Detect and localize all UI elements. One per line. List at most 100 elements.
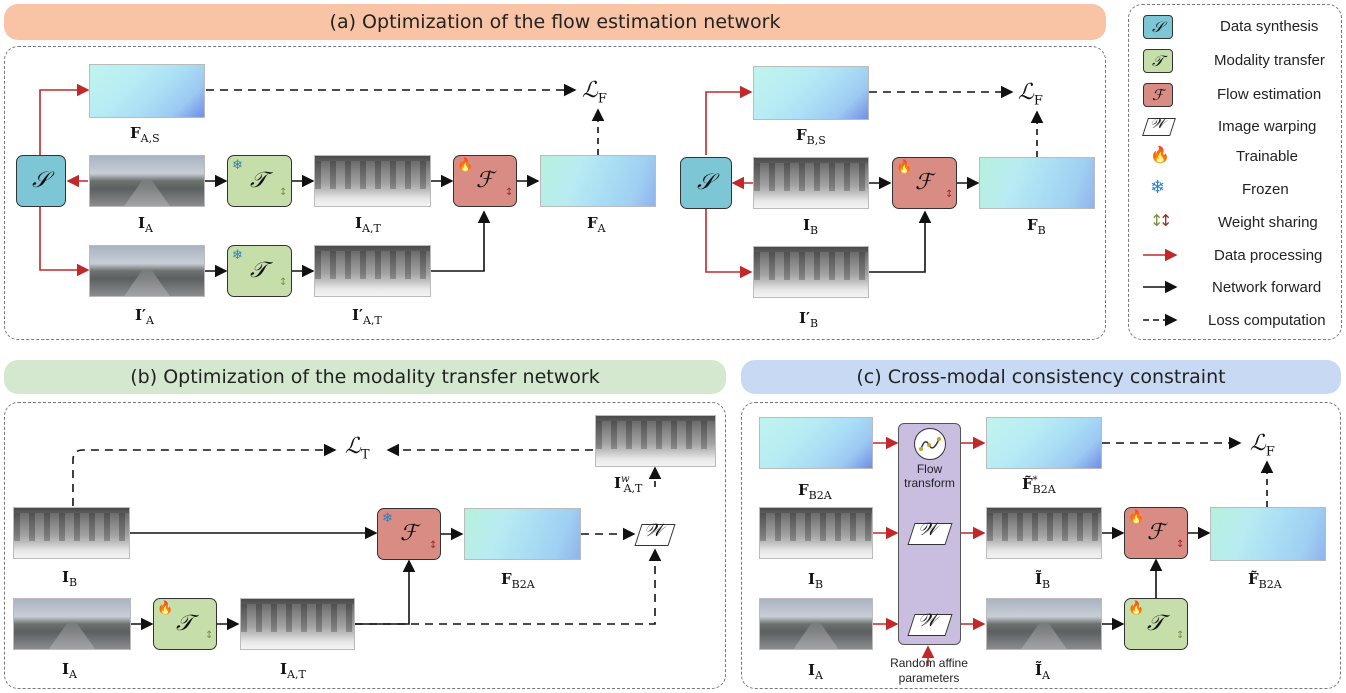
flow-estimation-icon: ℱ	[1143, 83, 1173, 107]
legend-label: Trainable	[1236, 148, 1298, 165]
image-I-A	[89, 155, 205, 207]
data-synthesis-block-a2: 𝒮	[680, 157, 732, 209]
legend-border	[1128, 4, 1342, 340]
image-I-AT-b	[240, 598, 355, 650]
flow-estimation-block-c: 🔥 ℱ ↕	[1124, 507, 1188, 559]
label-Ip-B: I′B	[799, 309, 819, 330]
image-I-A-b	[13, 598, 131, 650]
label-F-B2A-c: FB2A	[798, 481, 832, 502]
loss-F-c: ℒF	[1250, 431, 1275, 460]
image-I-B	[753, 157, 869, 209]
panel-a-banner: (a) Optimization of the flow estimation …	[4, 4, 1106, 40]
panel-c-border	[741, 402, 1341, 689]
image-I-AT	[314, 155, 431, 207]
flow-image-B-S	[753, 66, 869, 120]
flow-image-B2A-star	[986, 417, 1102, 469]
image-I-A-c	[759, 598, 873, 650]
legend-label: Weight sharing	[1218, 214, 1318, 231]
weight-sharing-icon: ↕	[945, 189, 954, 200]
legend-label: Modality transfer	[1214, 52, 1325, 69]
weight-sharing-icon: ↕	[429, 540, 438, 551]
label-I-B-b: IB	[62, 568, 78, 589]
snowflake-icon: ❄	[1150, 177, 1166, 198]
legend-label: Loss computation	[1208, 312, 1326, 329]
image-Ip-AT	[314, 245, 431, 297]
flow-estimation-block-a1: 🔥 ℱ ↕	[453, 155, 517, 207]
flame-icon: 🔥	[1128, 601, 1145, 616]
flame-icon: 🔥	[157, 601, 174, 616]
data-synthesis-block-a1: 𝒮	[16, 155, 66, 207]
legend-label: Image warping	[1218, 118, 1317, 135]
panel-c-banner: (c) Cross-modal consistency constraint	[741, 360, 1341, 394]
label-Ip-A: I′A	[135, 306, 154, 327]
label-I-AT-w: IwA,T	[614, 474, 643, 495]
flow-image-B2A-c	[759, 417, 873, 469]
flow-estimation-block-a2: 🔥 ℱ ↕	[892, 157, 957, 209]
weight-sharing-icon: ↕	[505, 187, 514, 198]
image-I-B-c	[759, 507, 873, 559]
flame-icon: 🔥	[896, 160, 913, 175]
image-It-A	[986, 598, 1102, 650]
modality-transfer-block-c: 🔥 𝒯 ↕	[1124, 598, 1188, 650]
label-It-A: ĨA	[1035, 661, 1050, 682]
flow-image-Ft-B2A	[1210, 507, 1326, 561]
weight-sharing-icon: ↕	[279, 187, 288, 198]
data-synthesis-icon: 𝒮	[1143, 15, 1173, 39]
panel-b-border	[4, 402, 726, 689]
label-I-A-b: IA	[62, 660, 77, 681]
warp-symbol: 𝒲	[1150, 116, 1165, 132]
label-F-A: FA	[587, 214, 606, 235]
flame-icon: 🔥	[457, 158, 474, 173]
image-I-AT-warped	[595, 415, 716, 467]
flow-estimation-block-b: ❄ ℱ ↕	[377, 508, 441, 560]
legend-label: Data synthesis	[1220, 18, 1319, 35]
snowflake-icon: ❄	[232, 248, 243, 263]
flow-image-A	[540, 155, 656, 207]
warp-symbol: 𝒲	[918, 519, 937, 540]
flow-image-B	[979, 157, 1095, 209]
image-Ip-A	[89, 245, 205, 297]
loss-T: ℒT	[345, 434, 370, 463]
flame-icon: 🔥	[1128, 510, 1145, 525]
label-F-BS: FB,S	[796, 126, 826, 147]
weight-sharing-icon: ↕	[279, 277, 288, 288]
weight-sharing-icon: ↕	[1176, 539, 1185, 550]
label-Ft-B2A: F̃B2A	[1248, 570, 1282, 591]
image-I-B-b	[13, 507, 130, 559]
snowflake-icon: ❄	[382, 511, 393, 526]
weight-sharing-icon: ↕	[1150, 211, 1164, 230]
label-F-B: FB	[1027, 216, 1046, 237]
legend-label: Data processing	[1214, 247, 1323, 264]
legend-label: Flow estimation	[1217, 86, 1322, 103]
label-I-A: IA	[138, 214, 153, 235]
label-Ft-B2A-star: F̃*B2A	[1022, 475, 1056, 496]
legend-label: Frozen	[1242, 181, 1289, 198]
weight-sharing-icon: ↕	[1159, 211, 1173, 230]
label-It-B: ĨB	[1035, 570, 1051, 591]
image-It-B	[986, 507, 1102, 559]
warp-symbol: 𝒲	[644, 520, 663, 541]
label-I-B: IB	[803, 216, 819, 237]
flow-image-A-S	[89, 64, 205, 118]
label-I-B-c: IB	[808, 570, 824, 591]
snowflake-icon: ❄	[232, 158, 243, 173]
flow-transform-icon	[914, 428, 946, 460]
modality-transfer-block-a2: ❄ 𝒯 ↕	[227, 245, 292, 297]
label-F-AS: FA,S	[130, 124, 160, 145]
image-Ip-B	[753, 246, 869, 298]
flame-icon: 🔥	[1150, 145, 1170, 164]
flow-image-B2A-b	[464, 508, 581, 560]
flow-transform-label: Flow transform	[904, 462, 955, 490]
weight-sharing-icon: ↕	[205, 630, 214, 641]
panel-a-border	[4, 46, 1106, 340]
modality-transfer-icon: 𝒯	[1143, 49, 1173, 73]
modality-transfer-block-b: 🔥 𝒯 ↕	[153, 598, 217, 650]
warp-symbol: 𝒲	[918, 610, 937, 631]
modality-transfer-block-a1: ❄ 𝒯 ↕	[227, 155, 292, 207]
weight-sharing-icon: ↕	[1176, 630, 1185, 641]
loss-F-a2: ℒF	[1018, 80, 1043, 109]
panel-b-banner: (b) Optimization of the modality transfe…	[4, 360, 726, 394]
legend-label: Network forward	[1212, 279, 1322, 296]
label-I-AT: IA,T	[355, 214, 381, 235]
